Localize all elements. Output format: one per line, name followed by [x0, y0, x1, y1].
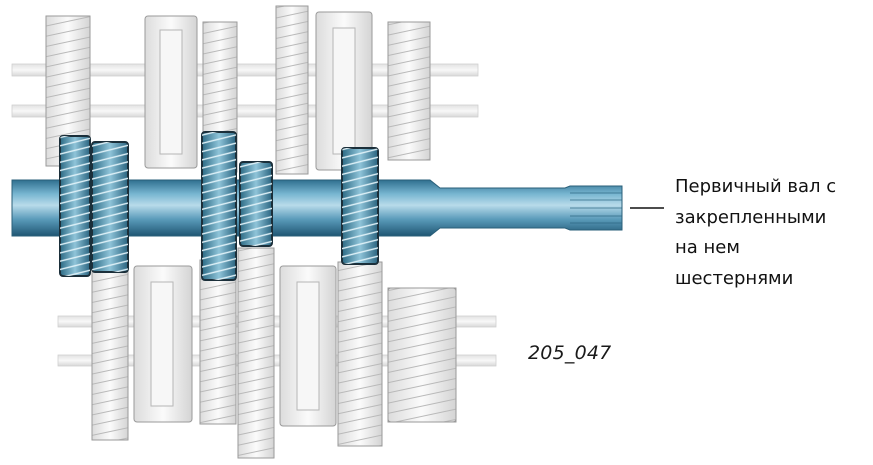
primary-shaft [11, 179, 623, 237]
primary-gear-5 [341, 147, 379, 265]
ghost-gear-lower-4 [337, 261, 383, 447]
ghost-gear-lower-2 [199, 259, 237, 425]
ghost-gear-lower-5 [387, 287, 457, 423]
ghost-synchro-lower-2 [279, 265, 337, 427]
ghost-synchro-upper-1 [144, 15, 198, 169]
ghost-gear-upper-4 [387, 21, 431, 161]
primary-shaft-gears [59, 131, 379, 281]
ghost-gear-lower-3 [237, 247, 275, 459]
ghost-gear-upper-3 [275, 5, 309, 175]
primary-gear-3 [201, 131, 237, 281]
lower-ghost-gears [91, 247, 457, 459]
shaft-spline [570, 192, 622, 224]
primary-gear-1 [59, 135, 91, 277]
figure-number: 205_047 [528, 342, 612, 364]
primary-gear-2 [91, 141, 129, 273]
lower-shaft-ghost [57, 315, 497, 367]
primary-shaft-callout: Первичный вал с закрепленными на нем шес… [675, 176, 837, 289]
primary-gear-4 [239, 161, 273, 247]
ghost-synchro-lower-1 [133, 265, 193, 423]
ghost-gear-lower-1 [91, 261, 129, 441]
ghost-synchro-upper-2 [315, 11, 373, 171]
